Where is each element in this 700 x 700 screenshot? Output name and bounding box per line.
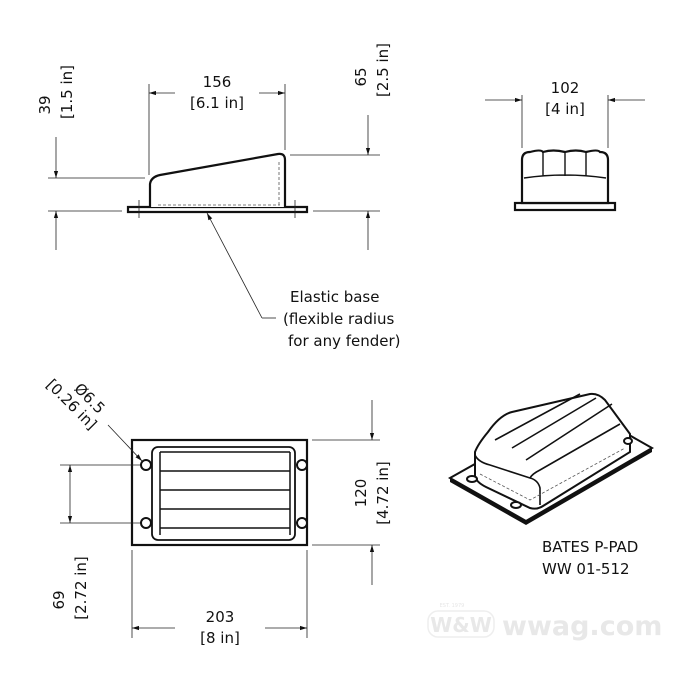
side-body [148, 152, 287, 207]
callout-line-3: for any fender) [288, 332, 401, 350]
top-body [151, 446, 296, 541]
mounting-holes [140, 459, 308, 529]
top-length-in: [8 in] [200, 629, 240, 647]
product-name: BATES P-PAD [542, 538, 638, 556]
callout-line-1: Elastic base [290, 288, 379, 306]
watermark-logo: EST. 1979 W&W wwag.com [427, 603, 662, 642]
iso-body [474, 392, 631, 510]
top-width-mm: 120 [352, 479, 370, 508]
side-width-mm: 156 [203, 73, 232, 91]
top-base-plate [130, 438, 309, 547]
hole-spacing-in: [2.72 in] [72, 556, 90, 620]
side-base-flange [126, 205, 309, 214]
top-width-in: [4.72 in] [374, 461, 392, 525]
part-number: WW 01-512 [542, 560, 630, 578]
elastic-base-callout: Elastic base (flexible radius for any fe… [206, 212, 401, 350]
front-view: 102 [4 in] [485, 79, 645, 212]
top-view: Ø6.5 [0.26 in] 120 [4.72 in] 69 [2.72 in… [43, 376, 392, 647]
side-view: 156 [6.1 in] 39 [1.5 in] 65 [2.5 in] [36, 43, 392, 250]
front-width-in: [4 in] [545, 100, 585, 118]
side-high-height-mm: 65 [352, 67, 370, 86]
watermark-site: wwag.com [502, 611, 662, 642]
watermark-est: EST. 1979 [440, 603, 465, 609]
side-width-in: [6.1 in] [190, 94, 244, 112]
front-width-mm: 102 [551, 79, 580, 97]
side-low-height-in: [1.5 in] [58, 65, 76, 119]
callout-line-2: (flexible radius [283, 310, 395, 328]
top-length-mm: 203 [206, 608, 235, 626]
side-high-height-in: [2.5 in] [374, 43, 392, 97]
watermark-logo-text: W&W [430, 613, 492, 637]
hole-spacing-mm: 69 [50, 590, 68, 609]
side-low-height-mm: 39 [36, 95, 54, 114]
isometric-view [447, 392, 655, 525]
